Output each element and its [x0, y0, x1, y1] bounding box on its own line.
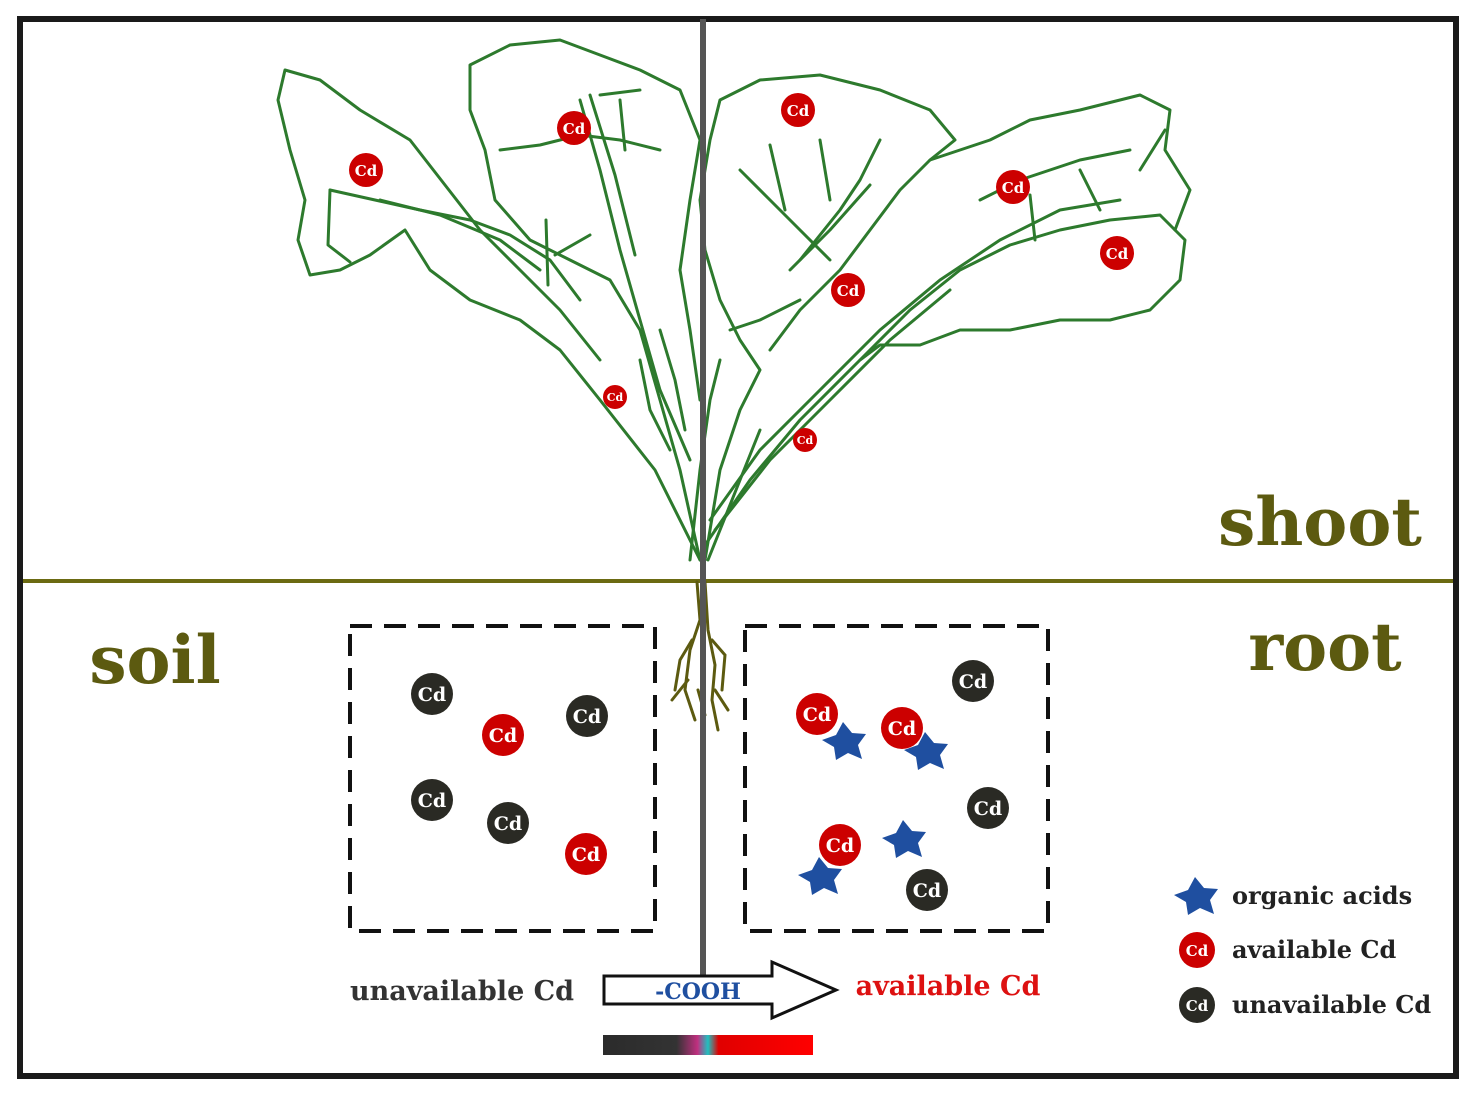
svg-text:Cd: Cd [418, 684, 446, 706]
unavailable-cd-particle: Cd [906, 869, 948, 911]
organic-acid-blob [822, 722, 866, 760]
conversion-arrow [602, 959, 840, 1021]
root-cd-particles: Cd Cd Cd Cd Cd Cd [796, 660, 1009, 911]
cd-particle: Cd [996, 170, 1030, 204]
left-leaf [276, 68, 702, 562]
svg-text:Cd: Cd [573, 706, 601, 728]
unavailable-cd-particle: Cd [967, 787, 1009, 829]
plant-drawing [276, 38, 1192, 562]
cd-particle: Cd [831, 273, 865, 307]
svg-text:Cd: Cd [572, 844, 600, 866]
svg-text:Cd: Cd [489, 725, 517, 747]
cd-particle: Cd [349, 153, 383, 187]
svg-text:Cd: Cd [837, 282, 860, 300]
root-label: root [1248, 608, 1402, 686]
available-cd-legend-icon: Cd [1179, 932, 1215, 968]
svg-text:Cd: Cd [418, 790, 446, 812]
cd-particle: Cd [793, 428, 817, 452]
svg-text:Cd: Cd [494, 813, 522, 835]
svg-text:Cd: Cd [607, 391, 624, 404]
cd-particle: Cd [781, 93, 815, 127]
center-left-leaf [468, 38, 702, 562]
legend-unavailable-cd: unavailable Cd [1232, 990, 1431, 1019]
svg-text:Cd: Cd [797, 434, 814, 447]
organic-acid-legend-icon [1174, 877, 1218, 915]
soil-sample-box [348, 624, 657, 933]
svg-text:Cd: Cd [355, 162, 378, 180]
organic-acid-blobs [798, 722, 948, 895]
legend-organic-acids: organic acids [1232, 881, 1412, 910]
unavailable-cd-particle: Cd [411, 779, 453, 821]
svg-text:Cd: Cd [803, 704, 831, 726]
svg-text:Cd: Cd [888, 718, 916, 740]
organic-acid-blob [798, 857, 842, 895]
center-right-leaf [698, 73, 957, 562]
svg-text:Cd: Cd [826, 835, 854, 857]
shoot-label: shoot [1218, 483, 1422, 561]
svg-text:Cd: Cd [1186, 942, 1209, 960]
availability-gradient-bar [603, 1035, 813, 1055]
unavailable-cd-particle: Cd [566, 695, 608, 737]
svg-text:Cd: Cd [1186, 997, 1209, 1015]
legend-available-cd: available Cd [1232, 935, 1396, 964]
root-sample-box [743, 624, 1050, 933]
available-cd-particle: Cd [565, 833, 607, 875]
organic-acid-blob [882, 820, 926, 858]
svg-text:Cd: Cd [1002, 179, 1025, 197]
outer-frame [17, 16, 1459, 1079]
cd-particle: Cd [557, 111, 591, 145]
unavailable-cd-particle: Cd [952, 660, 994, 702]
available-cd-process-label: available Cd [856, 971, 1041, 1002]
unavailable-cd-process-label: unavailable Cd [350, 976, 574, 1007]
cd-particle: Cd [603, 385, 627, 409]
svg-text:Cd: Cd [974, 798, 1002, 820]
svg-text:Cd: Cd [959, 671, 987, 693]
soil-cd-particles: Cd Cd Cd Cd Cd Cd [411, 673, 608, 875]
svg-text:Cd: Cd [787, 102, 810, 120]
svg-text:Cd: Cd [1106, 245, 1129, 263]
svg-text:Cd: Cd [913, 880, 941, 902]
unavailable-cd-legend-icon: Cd [1179, 987, 1215, 1023]
soil-label: soil [89, 621, 220, 699]
available-cd-particle: Cd [819, 824, 861, 866]
organic-acid-blob [904, 732, 948, 770]
svg-text:Cd: Cd [563, 120, 586, 138]
available-cd-particle: Cd [881, 707, 923, 749]
available-cd-particle: Cd [796, 693, 838, 735]
unavailable-cd-particle: Cd [411, 673, 453, 715]
right-leaf [703, 213, 1187, 547]
cd-particle: Cd [1100, 236, 1134, 270]
available-cd-particle: Cd [482, 714, 524, 756]
legend: organic acids Cd available Cd Cd unavail… [1174, 877, 1431, 1023]
cooh-label: -COOH [655, 979, 741, 1005]
shoot-cd-particles: Cd Cd Cd Cd Cd Cd Cd Cd [349, 93, 1134, 452]
unavailable-cd-particle: Cd [487, 802, 529, 844]
